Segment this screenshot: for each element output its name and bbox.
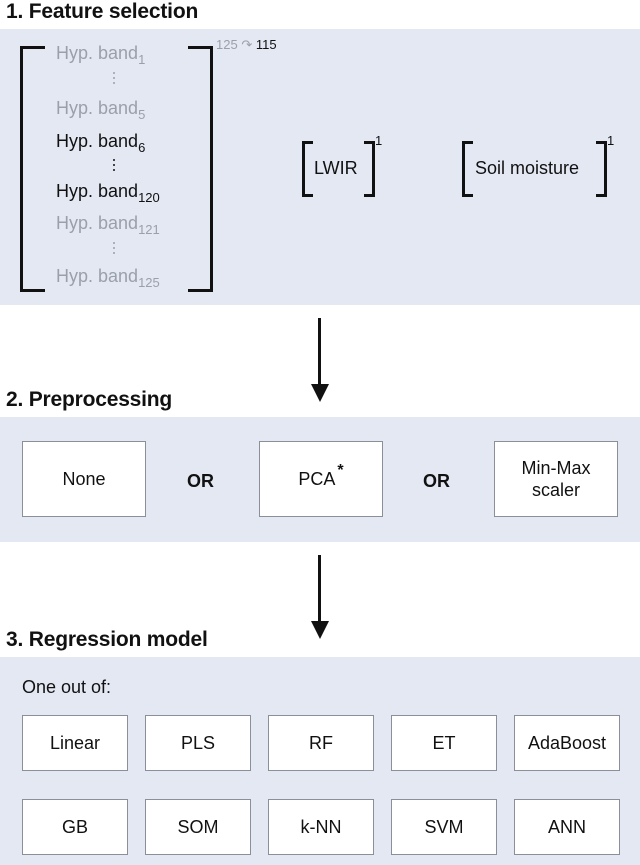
band-count-reduction: 125 ↷ 115 [216,37,277,52]
preprocessing-panel: None OR PCA* OR Min-Max scaler [0,417,640,542]
preprocessing-option-pca: PCA* [259,441,383,517]
hyp-band-125: Hyp. band125 [56,266,160,290]
pca-asterisk: * [337,462,344,479]
flow-arrow-1-shaft [318,318,321,386]
model-adaboost: AdaBoost [514,715,620,771]
vertical-ellipsis-3 [113,242,115,257]
hyp-band-1: Hyp. band1 [56,43,146,67]
vertical-ellipsis-2 [113,159,115,174]
model-som: SOM [145,799,251,855]
model-linear: Linear [22,715,128,771]
feature-selection-heading: 1. Feature selection [6,0,199,23]
model-knn: k-NN [268,799,374,855]
hyp-band-5: Hyp. band5 [56,98,146,122]
band-vector-right-bracket [188,46,213,292]
soil-moisture-label: Soil moisture [475,158,580,178]
regression-intro: One out of: [22,677,112,697]
curved-arrow-icon: ↷ [241,37,253,52]
soil-moisture-dimension: 1 [607,133,615,148]
band-vector-left-bracket [20,46,45,292]
flow-arrow-2-shaft [318,555,321,623]
preprocessing-heading: 2. Preprocessing [6,388,173,411]
model-pls: PLS [145,715,251,771]
or-label-2: OR [423,471,450,491]
down-arrow-icon [311,384,329,402]
preprocessing-option-none: None [22,441,146,517]
lwir-dimension: 1 [375,133,383,148]
hyp-band-120: Hyp. band120 [56,181,160,205]
model-gb: GB [22,799,128,855]
vertical-ellipsis-1 [113,72,115,87]
regression-panel: One out of: Linear PLS RF ET AdaBoost GB… [0,657,640,865]
model-svm: SVM [391,799,497,855]
model-ann: ANN [514,799,620,855]
lwir-left-bracket [302,141,313,197]
hyp-band-6: Hyp. band6 [56,131,146,155]
regression-heading: 3. Regression model [6,628,208,651]
model-rf: RF [268,715,374,771]
lwir-right-bracket [364,141,375,197]
soil-moisture-right-bracket [596,141,607,197]
lwir-label: LWIR [314,158,358,178]
soil-moisture-left-bracket [462,141,473,197]
preprocessing-option-minmax: Min-Max scaler [494,441,618,517]
feature-selection-panel: Hyp. band1 Hyp. band5 Hyp. band6 Hyp. ba… [0,29,640,305]
down-arrow-icon [311,621,329,639]
hyp-band-121: Hyp. band121 [56,213,160,237]
or-label-1: OR [187,471,214,491]
model-et: ET [391,715,497,771]
